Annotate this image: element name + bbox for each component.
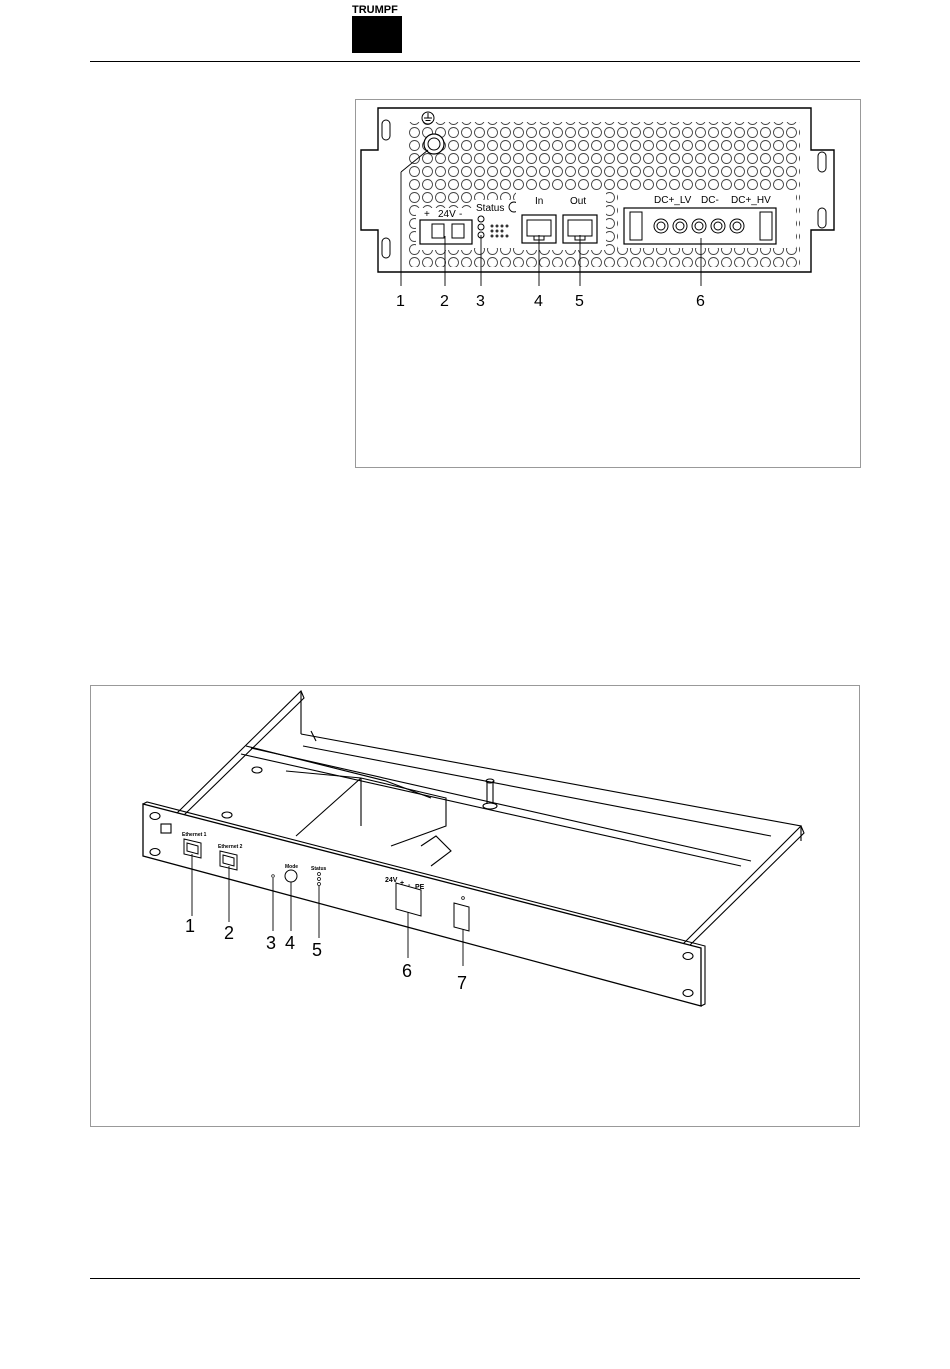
supply-24v-label: 24V — [385, 877, 398, 884]
supply-pe-label: PE — [415, 884, 425, 891]
callout-2: 2 — [440, 293, 449, 310]
footer-rule — [90, 1278, 860, 1279]
supply-plus-label: + — [400, 880, 404, 887]
terminal-24v-label: 24V — [438, 209, 456, 220]
callout-2-front: 2 — [224, 923, 234, 943]
trumpf-logo-text: TRUMPF — [352, 4, 402, 16]
callout-4: 4 — [534, 293, 543, 310]
figure-1-frame: + 24V - Status In Out — [355, 99, 861, 468]
ethernet-1-label: Ethernet 1 — [182, 832, 207, 838]
callout-6: 6 — [696, 293, 705, 310]
ethernet-2-label: Ethernet 2 — [218, 844, 243, 850]
callout-1-front: 1 — [185, 916, 195, 936]
dc-minus-label: DC- — [701, 195, 719, 206]
dc-connector — [624, 208, 776, 244]
port-in-label: In — [535, 196, 543, 207]
callout-4-front: 4 — [285, 933, 295, 953]
callout-7-front: 7 — [457, 973, 467, 993]
status-label-front: Status — [311, 866, 327, 872]
dc-hv-label: DC+_HV — [731, 195, 771, 206]
callout-5: 5 — [575, 293, 584, 310]
mode-label: Mode — [285, 864, 298, 870]
header-rule — [90, 61, 860, 62]
terminal-24v-plus: + — [424, 209, 430, 220]
callout-6-front: 6 — [402, 961, 412, 981]
figure-2-frame: Ethernet 1 Ethernet 2 Mode Status 24V + … — [90, 685, 860, 1127]
trumpf-logo-block — [352, 16, 402, 53]
callout-3-front: 3 — [266, 933, 276, 953]
status-label: Status — [476, 203, 504, 214]
terminal-24v-minus: - — [459, 209, 462, 220]
dc-lv-label: DC+_LV — [654, 195, 692, 206]
callout-3: 3 — [476, 293, 485, 310]
rack-drawer-drawing: Ethernet 1 Ethernet 2 Mode Status 24V + … — [91, 686, 859, 1126]
callout-1: 1 — [396, 293, 405, 310]
callout-5-front: 5 — [312, 940, 322, 960]
port-out-label: Out — [570, 196, 586, 207]
power-supply-rear-panel-drawing: + 24V - Status In Out — [356, 100, 860, 467]
